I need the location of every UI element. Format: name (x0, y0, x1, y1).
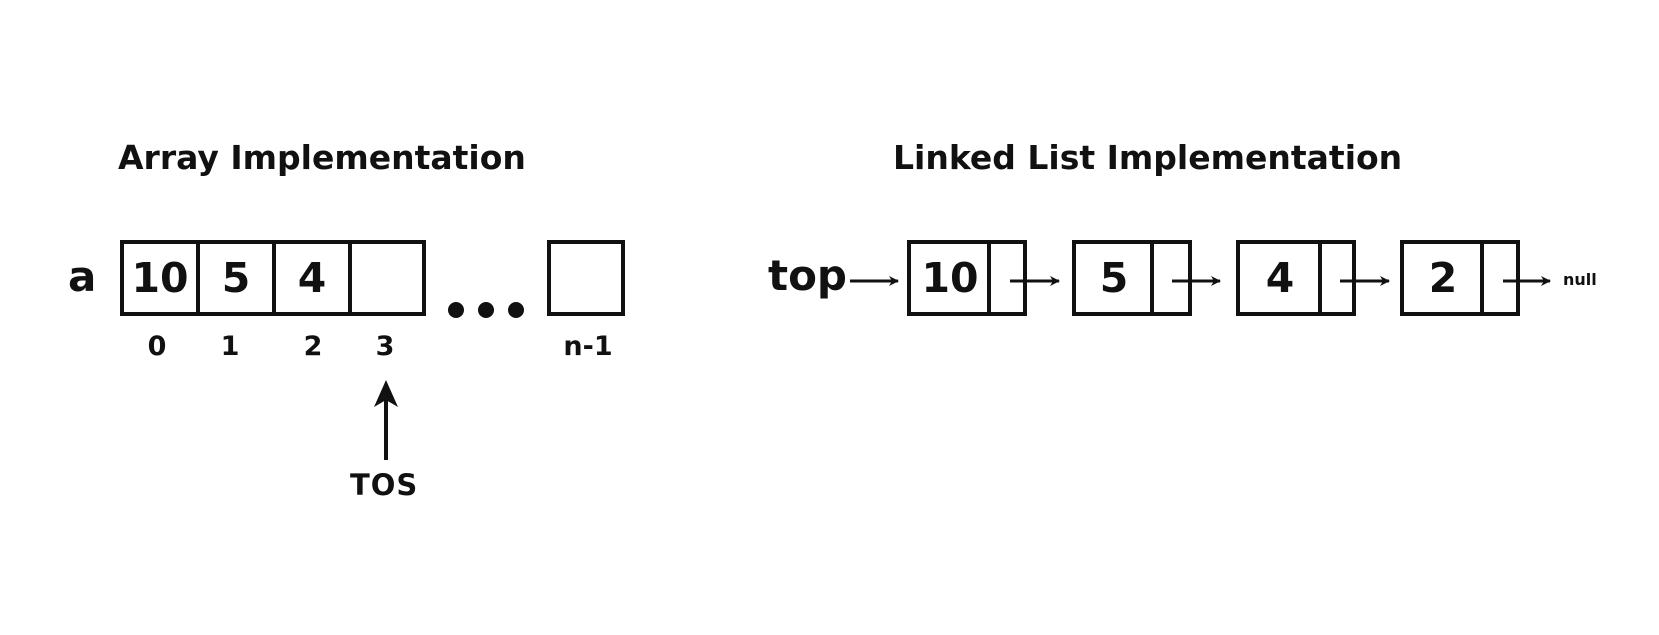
ellipsis-dot (448, 302, 464, 318)
node-value: 10 (921, 254, 979, 302)
list-node (907, 240, 1027, 316)
node-value: 4 (1265, 254, 1295, 302)
list-node (1400, 240, 1520, 316)
node-divider (1480, 240, 1484, 316)
node-divider (1318, 240, 1322, 316)
array-cell-last (547, 240, 625, 316)
node-divider (1150, 240, 1154, 316)
list-node (1072, 240, 1192, 316)
list-node (1236, 240, 1356, 316)
array-index-label: 1 (220, 331, 240, 362)
array-cell-value: 5 (221, 254, 251, 302)
top-label: top (768, 251, 847, 300)
array-cell-value: 10 (131, 254, 189, 302)
ellipsis-dot (508, 302, 524, 318)
array-cell (120, 240, 200, 316)
tos-arrow-icon (374, 380, 398, 460)
node-divider (987, 240, 991, 316)
ellipsis-dot (478, 302, 494, 318)
array-index-label: 0 (147, 331, 167, 362)
array-cell (348, 240, 426, 316)
tos-label: TOS (350, 468, 419, 502)
array-index-label: 3 (375, 331, 395, 362)
node-value: 5 (1099, 254, 1129, 302)
node-value: 2 (1428, 254, 1458, 302)
array-cell-value: 4 (297, 254, 327, 302)
null-label: null (1563, 270, 1597, 289)
linked-section-title: Linked List Implementation (893, 138, 1403, 177)
array-section-title: Array Implementation (118, 138, 526, 177)
array-index-label: 2 (303, 331, 323, 362)
array-index-label-last: n-1 (563, 331, 613, 362)
array-name-label: a (68, 252, 97, 301)
